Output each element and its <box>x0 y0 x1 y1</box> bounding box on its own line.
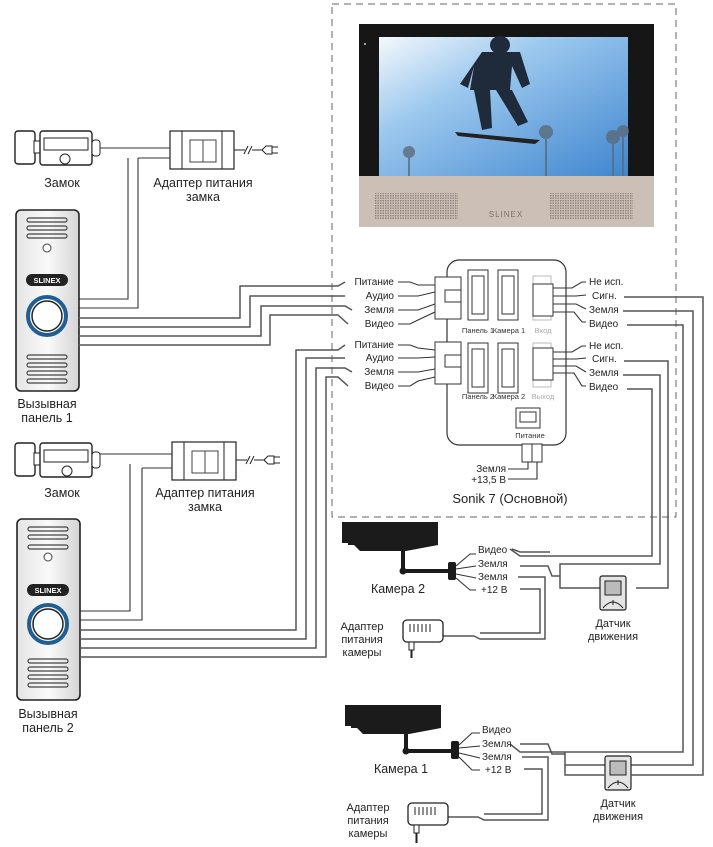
camera-1-adapter-label-line2: питания <box>347 815 388 827</box>
svg-text:Видео: Видео <box>589 319 619 330</box>
connector-panel2 <box>467 342 489 394</box>
call-panel-2-brand: SLINEX <box>34 586 61 595</box>
label-power: Питание <box>515 431 545 440</box>
lock-adapter-1 <box>169 130 278 170</box>
camera-1-adapter-label-line3: камеры <box>349 828 388 840</box>
svg-text:Сигн.: Сигн. <box>592 291 617 302</box>
speaker-grille-right <box>549 193 633 219</box>
motion-sensor-1 <box>604 755 632 791</box>
call-panel-2-label-line1: Вызывная <box>18 707 77 721</box>
lock-adapter-2-label-line2: замка <box>188 500 222 514</box>
camera-1-pin-ground: Земля <box>482 739 512 750</box>
monitor-device: SLINEX <box>359 24 654 227</box>
camera-2-pin-ground2: Земля <box>478 572 508 583</box>
connector-panel1 <box>467 269 489 321</box>
camera-2-pin-video: Видео <box>478 545 508 556</box>
label-output: Выход <box>532 392 555 401</box>
skater-image <box>460 36 530 130</box>
monitor-boundary <box>331 3 677 518</box>
camera-2-power-adapter <box>402 619 444 658</box>
call-panel-1: SLINEX <box>15 209 80 392</box>
motion-sensor-2 <box>599 575 627 611</box>
svg-text:Сигн.: Сигн. <box>592 354 617 365</box>
call-panel-1-label-line1: Вызывная <box>17 397 76 411</box>
lock-2-label: Замок <box>44 486 80 500</box>
camera-2 <box>342 522 456 580</box>
lock-adapter-2-label-line1: Адаптер питания <box>155 486 254 500</box>
lock-adapter-2 <box>171 441 280 481</box>
camera-2-label: Камера 2 <box>371 582 425 596</box>
palm-trees <box>403 125 629 176</box>
camera-2-adapter-label-line1: Адаптер <box>341 621 384 633</box>
svg-text:Питание: Питание <box>355 277 395 288</box>
power-pin-ground: Земля <box>476 464 506 475</box>
left-pin-labels-group2: Питание Аудио Земля Видео <box>355 340 395 392</box>
label-camera1: Камера 1 <box>493 326 525 335</box>
svg-text:Не исп.: Не исп. <box>589 341 623 352</box>
lock-adapter-1-label-line1: Адаптер питания <box>153 176 252 190</box>
label-input: Вход <box>535 326 553 335</box>
right-pin-labels-group2: Не исп. Сигн. Земля Видео <box>589 341 623 393</box>
camera-1-pin-ground2: Земля <box>482 752 512 763</box>
camera-2-pin-ground: Земля <box>478 559 508 570</box>
call-panel-2: SLINEX <box>16 518 81 701</box>
camera-2-pin-12v: +12 В <box>481 585 508 596</box>
svg-text:Не исп.: Не исп. <box>589 277 623 288</box>
svg-text:Аудио: Аудио <box>366 353 395 364</box>
speaker-grille-left <box>374 193 458 219</box>
lock-adapter-1-label-line2: замка <box>186 190 220 204</box>
label-panel2: Панель 2 <box>462 392 494 401</box>
svg-text:Земля: Земля <box>589 305 619 316</box>
motion-sensor-1-label-line2: движения <box>593 811 643 823</box>
camera-1-pin-video: Видео <box>482 725 512 736</box>
lock-1 <box>14 130 101 166</box>
camera-2-adapter-label-line3: камеры <box>343 647 382 659</box>
svg-text:Аудио: Аудио <box>366 291 395 302</box>
svg-text:Видео: Видео <box>365 381 395 392</box>
camera-1-power-adapter <box>407 802 449 843</box>
camera-1-label: Камера 1 <box>374 762 428 776</box>
call-panel-2-label-line2: панель 2 <box>22 721 73 735</box>
svg-text:Земля: Земля <box>589 368 619 379</box>
power-pin-13v: +13,5 В <box>471 475 506 486</box>
left-pin-labels-group1: Питание Аудио Земля Видео <box>355 277 395 330</box>
label-camera2: Камера 2 <box>493 392 525 401</box>
camera-1-pin-12v: +12 В <box>485 765 512 776</box>
connector-power <box>515 407 541 429</box>
monitor-model-label: Sonik 7 (Основной) <box>452 491 567 506</box>
camera-1 <box>345 705 459 759</box>
call-panel-1-brand: SLINEX <box>33 276 60 285</box>
connector-camera1 <box>497 269 519 321</box>
right-wires <box>509 296 704 776</box>
motion-sensor-2-label-line2: движения <box>588 631 638 643</box>
camera-2-adapter-label-line2: питания <box>341 634 382 646</box>
motion-sensor-2-label-line1: Датчик <box>595 618 630 630</box>
monitor-brand: SLINEX <box>489 210 523 219</box>
plug-panel2 <box>434 341 462 385</box>
connector-output <box>532 342 554 388</box>
lock-1-label: Замок <box>44 176 80 190</box>
svg-text:Земля: Земля <box>364 305 394 316</box>
lock-2 <box>14 442 101 478</box>
svg-text:Видео: Видео <box>365 319 395 330</box>
svg-text:Земля: Земля <box>364 367 394 378</box>
camera-1-adapter-label-line1: Адаптер <box>347 802 390 814</box>
svg-text:Питание: Питание <box>355 340 395 351</box>
skateboard <box>455 132 540 144</box>
connector-camera2 <box>497 342 519 394</box>
call-panel-1-label-line2: панель 1 <box>21 411 72 425</box>
motion-sensor-1-label-line1: Датчик <box>600 798 635 810</box>
svg-text:Видео: Видео <box>589 382 619 393</box>
right-pin-labels-group1: Не исп. Сигн. Земля Видео <box>589 277 623 330</box>
connector-input <box>532 275 554 321</box>
monitor-connector-board: Панель 1 Камера 1 Вход Панель 2 Камера 2… <box>446 259 568 506</box>
label-panel1: Панель 1 <box>462 326 494 335</box>
plug-panel1 <box>434 276 462 320</box>
